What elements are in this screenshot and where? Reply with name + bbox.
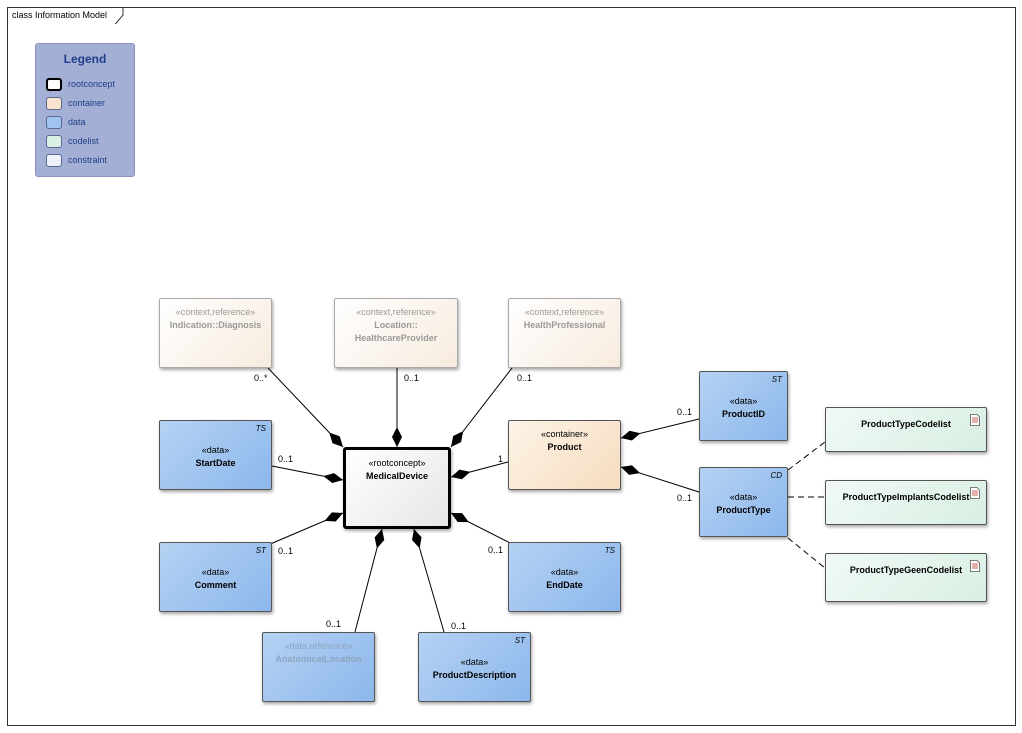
edge-codelist-geen [787,537,826,569]
edge-codelist-type [787,441,826,471]
edge-anatomical-location [354,528,385,633]
stereotype-label: «rootconcept» [368,458,426,468]
edge-comment [267,512,344,546]
class-location-healthcare-provider[interactable]: «context,reference» Location:: Healthcar… [334,298,458,368]
codelist-product-type[interactable]: ProductTypeCodelist [825,407,987,452]
class-name: ProductDescription [432,670,517,680]
diagram-frame [7,7,1016,726]
multiplicity-product-type: 0..1 [677,493,693,503]
legend-item-data: data [46,114,86,130]
multiplicity-health-professional: 0..1 [517,373,533,383]
class-name: ProductType [716,505,771,515]
type-tag: TS [604,546,615,555]
multiplicity-anatomical-location: 0..1 [326,619,342,629]
legend-label: constraint [68,155,108,165]
legend-swatch [46,153,62,167]
document-icon [970,560,980,572]
edge-indication [267,367,344,448]
legend-item-codelist: codelist [46,133,99,149]
legend-item-container: container [46,95,105,111]
type-tag: CD [770,471,782,480]
legend-label: data [68,117,86,127]
edge-start-date [271,465,344,483]
class-comment[interactable]: ST «data» Comment [159,542,272,612]
type-tag: TS [255,424,266,433]
edge-product-description [411,528,445,633]
multiplicity-location: 0..1 [404,373,420,383]
stereotype-label: «data» [460,657,489,667]
class-name: Location:: HealthcareProvider [354,320,438,343]
class-health-professional[interactable]: «context,reference» HealthProfessional [508,298,621,368]
class-product-id[interactable]: ST «data» ProductID [699,371,788,441]
class-product-description[interactable]: ST «data» ProductDescription [418,632,531,702]
stereotype-label: «data» [201,445,230,455]
edge-product [450,461,509,480]
legend-label: rootconcept [68,79,116,89]
class-name: ProductTypeCodelist [861,419,951,429]
edge-product-type [620,465,700,493]
multiplicity-product: 1 [498,454,504,464]
class-indication-diagnosis[interactable]: «context,reference» Indication::Diagnosi… [159,298,272,368]
class-product[interactable]: «container» Product [508,420,621,490]
class-product-type[interactable]: CD «data» ProductType [699,467,788,537]
multiplicity-comment: 0..1 [278,546,294,556]
document-icon [970,414,980,426]
stereotype-label: «context,reference» [175,307,256,317]
multiplicity-start-date: 0..1 [278,454,294,464]
legend-swatch [46,115,62,129]
codelist-product-type-implants[interactable]: ProductTypeImplantsCodelist [825,480,987,525]
stereotype-label: «data» [550,567,579,577]
class-name: MedicalDevice [365,471,429,481]
class-start-date[interactable]: TS «data» StartDate [159,420,272,490]
class-name: ProductTypeImplantsCodelist [842,492,970,502]
edge-product-id [620,418,700,441]
stereotype-label: «data» [201,567,230,577]
legend[interactable]: Legend rootconcept container data codeli… [35,43,135,177]
legend-swatch [46,134,62,148]
multiplicity-indication: 0..* [254,373,268,383]
class-name: ProductID [721,409,765,419]
class-end-date[interactable]: TS «data» EndDate [508,542,621,612]
class-name: Product [547,442,582,452]
multiplicity-product-description: 0..1 [451,621,467,631]
class-name: HealthProfessional [523,320,606,330]
legend-swatch [46,77,62,91]
class-name: ProductTypeGeenCodelist [849,565,963,575]
legend-label: container [68,98,106,108]
class-anatomical-location[interactable]: «data,reference» AnatomicalLocation [262,632,375,702]
multiplicity-product-id: 0..1 [677,407,693,417]
stereotype-label: «container» [540,429,589,439]
codelist-product-type-geen[interactable]: ProductTypeGeenCodelist [825,553,987,602]
edge-health-professional [450,367,513,448]
stereotype-label: «context,reference» [356,307,436,317]
frame-title: class Information Model [12,10,108,20]
legend-item-constraint: constraint [46,152,107,168]
class-medical-device[interactable]: «rootconcept» MedicalDevice [343,447,451,529]
legend-item-rootconcept: rootconcept [46,76,115,92]
stereotype-label: «data» [729,492,758,502]
legend-label: codelist [68,136,99,146]
stereotype-label: «context,reference» [524,307,605,317]
edge-end-date [450,512,511,544]
type-tag: ST [771,375,782,384]
class-name: Comment [194,580,237,590]
class-name: Indication::Diagnosis [169,320,262,330]
legend-title: Legend [63,52,107,66]
document-icon [970,487,980,499]
frame-tab [7,7,124,24]
multiplicity-end-date: 0..1 [488,545,504,555]
class-name: AnatomicalLocation [275,654,362,664]
type-tag: ST [255,546,266,555]
type-tag: ST [514,636,525,645]
stereotype-label: «data» [729,396,758,406]
legend-swatch [46,96,62,110]
stereotype-label: «data,reference» [284,641,353,651]
class-name: EndDate [546,580,583,590]
class-name: StartDate [195,458,236,468]
